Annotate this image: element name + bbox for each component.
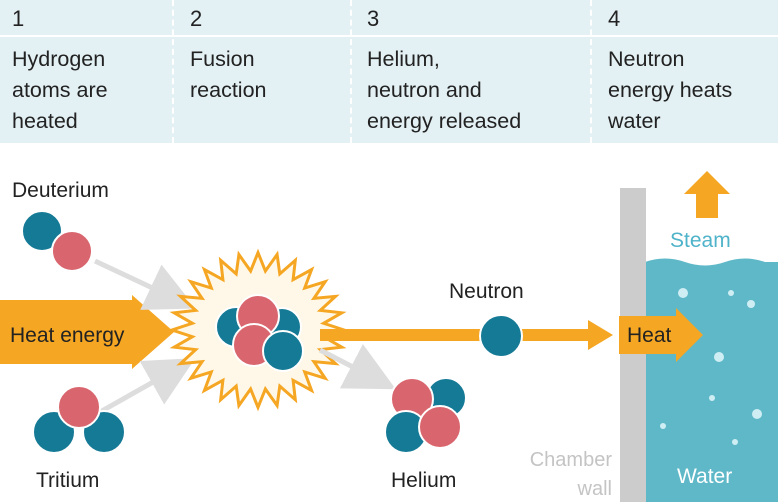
steam-label: Steam — [670, 229, 731, 252]
tritium-path-arrow — [98, 358, 196, 415]
step-4-text: Neutron energy heats water — [608, 47, 733, 133]
water-label: Water — [677, 465, 732, 488]
step-4: 4 Neutron energy heats water — [608, 0, 773, 143]
helium-nucleus — [384, 377, 467, 454]
header-divider — [0, 35, 778, 37]
bubble — [732, 439, 738, 445]
step-3-number: 3 — [367, 6, 380, 31]
fusion-diagram: Deuterium Tritium Heat energy Neutron He… — [0, 171, 778, 502]
neutron-particle — [262, 330, 304, 372]
bubble — [728, 290, 734, 296]
step-4-number: 4 — [608, 6, 621, 31]
bubble — [678, 288, 688, 298]
heat-arrow — [619, 308, 703, 362]
step-separator — [590, 0, 592, 143]
helium-path-arrow — [318, 344, 396, 390]
fused-nucleus — [215, 294, 304, 372]
chamber-wall-label-line2: wall — [577, 478, 612, 500]
step-1-text: Hydrogen atoms are heated — [12, 47, 108, 133]
step-3-text: Helium, neutron and energy released — [367, 47, 522, 133]
proton-particle — [51, 230, 93, 272]
step-2-number: 2 — [190, 6, 203, 31]
step-separator — [172, 0, 174, 143]
tritium-label: Tritium — [36, 469, 99, 492]
bubble — [714, 352, 724, 362]
heat-energy-arrow — [0, 295, 174, 369]
heat-label: Heat — [627, 324, 672, 347]
steps-header: 1 Hydrogen atoms are heated 2 Fusion rea… — [0, 0, 778, 143]
bubble — [709, 395, 715, 401]
bubble — [660, 423, 666, 429]
neutron-label: Neutron — [449, 280, 524, 303]
free-neutron — [479, 314, 523, 358]
step-1-number: 1 — [12, 6, 25, 31]
heat-energy-label: Heat energy — [10, 324, 125, 347]
helium-label: Helium — [391, 469, 456, 492]
proton-particle — [57, 385, 101, 429]
bubble — [747, 300, 755, 308]
step-separator — [350, 0, 352, 143]
neutron-particle — [21, 210, 63, 252]
chamber-wall-label-line1: Chamber — [530, 449, 613, 471]
step-3: 3 Helium, neutron and energy released — [367, 0, 587, 143]
deuterium-atom — [21, 210, 93, 272]
deuterium-path-arrow — [93, 258, 197, 310]
deuterium-label: Deuterium — [12, 179, 109, 202]
bubble — [752, 409, 762, 419]
step-2: 2 Fusion reaction — [190, 0, 345, 143]
steam-arrow-icon — [684, 171, 730, 218]
step-1: 1 Hydrogen atoms are heated — [12, 0, 167, 143]
neutron-energy-arrowhead — [588, 320, 613, 350]
neutron-energy-arrow — [320, 329, 590, 341]
step-2-text: Fusion reaction — [190, 47, 267, 102]
proton-particle — [418, 405, 462, 449]
tritium-atom — [32, 385, 126, 454]
